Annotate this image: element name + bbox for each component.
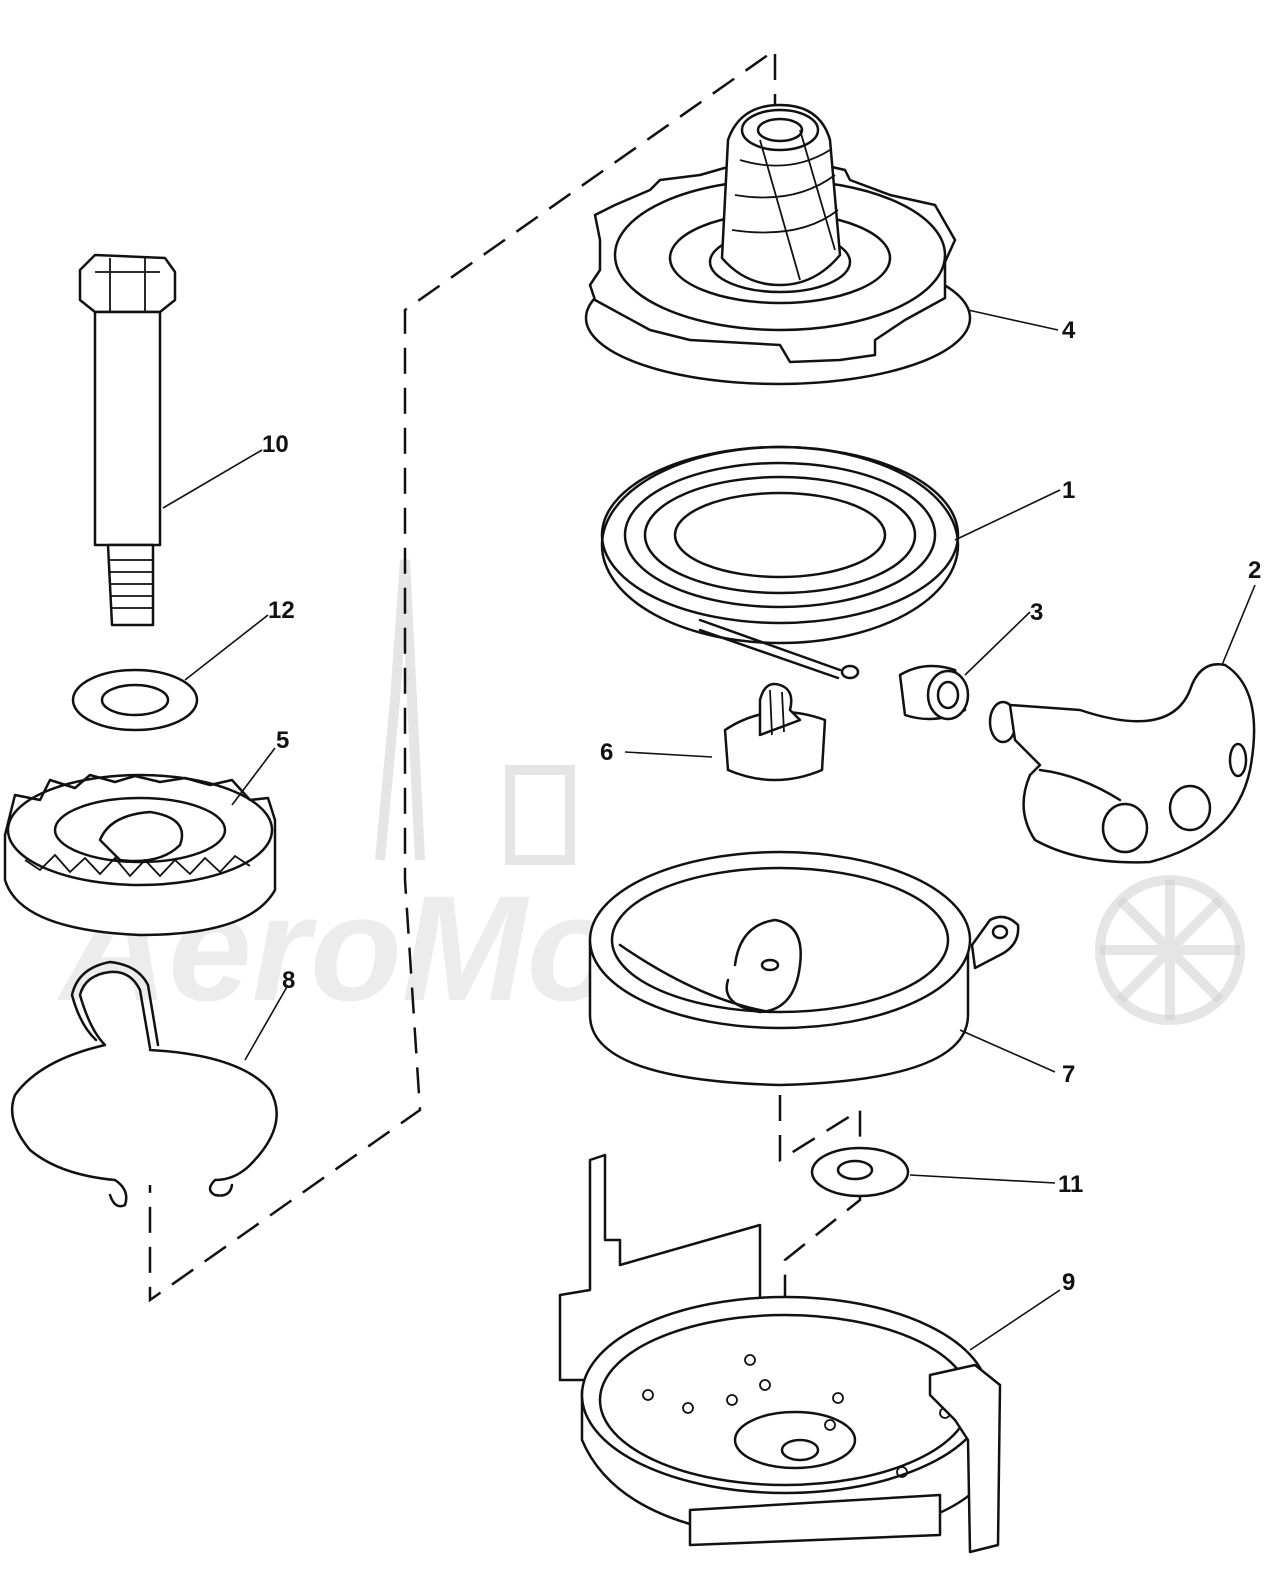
- part-7-spring-housing: [588, 850, 1020, 1087]
- callout-12: 12: [268, 597, 295, 624]
- part-10-bolt: [78, 253, 177, 627]
- part-1-recoil-spring: [600, 445, 960, 680]
- callout-9: 9: [1062, 1269, 1075, 1296]
- part-3-bushing: [898, 664, 970, 721]
- part-9-starter-housing: [558, 1153, 1002, 1554]
- callout-3: 3: [1030, 599, 1043, 626]
- part-8-spring-wire: [10, 960, 278, 1208]
- part-6-clip: [723, 682, 827, 782]
- callout-1: 1: [1062, 477, 1075, 504]
- part-2-handle: [988, 663, 1256, 864]
- callout-4: 4: [1062, 317, 1076, 344]
- leader-lines: [162, 309, 1256, 1351]
- callout-10: 10: [262, 431, 289, 458]
- callout-8: 8: [282, 967, 295, 994]
- callout-5: 5: [276, 727, 289, 754]
- part-4-pulley: [584, 103, 972, 386]
- callout-11: 11: [1058, 1171, 1083, 1198]
- part-5-pawl-ring: [3, 773, 277, 937]
- callout-labels: 4 1 2 3 6 7 11 9 10 12 5 8: [262, 317, 1261, 1296]
- part-11-washer: [810, 1146, 910, 1198]
- callout-7: 7: [1062, 1061, 1075, 1088]
- part-12-flat-washer: [71, 668, 199, 732]
- callout-6: 6: [600, 739, 613, 766]
- callout-2: 2: [1248, 557, 1261, 584]
